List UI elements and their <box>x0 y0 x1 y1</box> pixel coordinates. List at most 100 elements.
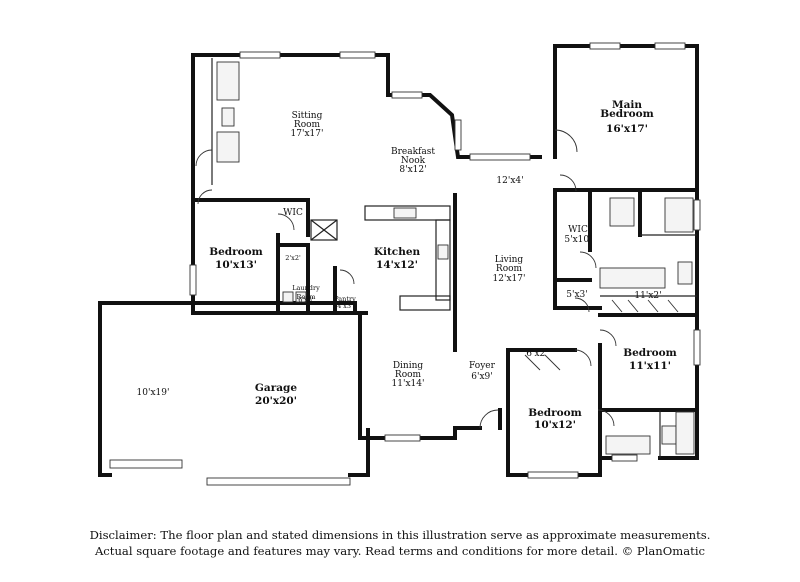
wic-block-west-wall <box>553 188 602 310</box>
room-name-east-bedroom: Bedroom <box>623 347 677 359</box>
room-name-pantry: Pantry <box>334 295 356 303</box>
room-dim-south-bedroom: 10'x12' <box>534 419 576 431</box>
window <box>527 471 579 479</box>
door-swing <box>574 349 592 367</box>
room-dim-pantry: 4'x3' <box>337 302 353 310</box>
door-swing <box>554 129 578 153</box>
room-name-garage: Garage <box>255 382 297 394</box>
kitchen-counter-south <box>399 295 451 311</box>
toilet <box>221 107 235 127</box>
garage-door <box>109 459 183 469</box>
room-name-line: Room <box>294 120 321 130</box>
window <box>189 264 197 296</box>
partitions <box>211 58 697 458</box>
sink-vanity <box>216 131 240 163</box>
shower <box>609 197 635 227</box>
kitchen-counter-east <box>435 219 451 301</box>
room-dim-foyer: 6'x9' <box>471 372 492 382</box>
garage-door-main <box>206 477 351 486</box>
door-swing <box>599 329 617 347</box>
window <box>589 42 621 50</box>
fixtures <box>216 61 695 455</box>
door-swing <box>277 213 295 231</box>
room-name-wic-main: WIC <box>568 225 588 235</box>
garage-west-wall <box>98 301 112 477</box>
room-dim-breakfast-nook: 8'x12' <box>399 165 426 175</box>
window <box>239 51 281 59</box>
room-name-west-bedroom: Bedroom <box>209 246 263 258</box>
window <box>654 42 686 50</box>
room-dim-garage-bay: 10'x19' <box>137 388 170 398</box>
room-name-south-bedroom: Bedroom <box>528 407 582 419</box>
walls <box>98 44 699 477</box>
window <box>391 91 423 99</box>
window <box>693 329 701 366</box>
garage-east-wall <box>348 428 370 477</box>
window <box>454 119 462 151</box>
room-dim-dining: 11'x14' <box>392 379 425 389</box>
room-dim-closet-5x3: 5'x3' <box>566 290 587 300</box>
disclaimer-line-2: Actual square footage and features may v… <box>94 544 706 558</box>
window <box>611 454 638 462</box>
cabinet-cross-b <box>310 219 338 241</box>
entry-door-swing <box>479 409 499 429</box>
toilet <box>677 261 693 285</box>
dryer <box>295 291 307 303</box>
disclaimer-line-1: Disclaimer: The floor plan and stated di… <box>89 528 711 542</box>
washer <box>282 291 294 303</box>
room-dim-garage: 20'x20' <box>255 395 297 407</box>
kitchen-counter-north <box>364 205 451 221</box>
room-dim-hall: 12'x4' <box>496 176 523 186</box>
kitchen-pantry-cabinet <box>310 219 338 241</box>
window <box>339 51 376 59</box>
door-swing <box>579 251 597 269</box>
tub <box>216 61 240 101</box>
room-dim-closet-6x2: 6'x2' <box>526 349 547 359</box>
room-name-line: Room <box>496 264 523 274</box>
bifold-door <box>611 299 679 313</box>
door-swing <box>559 174 577 192</box>
room-dim-closet-2x2: 2'x2' <box>285 254 301 262</box>
double-vanity <box>599 267 666 289</box>
sliding-door <box>469 153 531 161</box>
cooktop <box>437 244 449 260</box>
tub <box>664 197 694 233</box>
window <box>384 434 421 442</box>
window <box>693 199 701 231</box>
kitchen-sink <box>393 207 417 219</box>
disclaimer: Disclaimer: The floor plan and stated di… <box>0 527 800 559</box>
room-name-foyer: Foyer <box>469 361 496 371</box>
vanity <box>605 435 651 455</box>
room-name-line: Room <box>297 293 316 301</box>
toilet <box>661 425 677 445</box>
door-swing <box>197 189 213 205</box>
room-name-line: Room <box>395 370 422 380</box>
door-swing <box>574 297 590 313</box>
garage-north-wall <box>98 301 357 315</box>
windows <box>109 42 701 486</box>
door-swing <box>195 149 213 167</box>
door-swing <box>597 409 615 427</box>
bifold-door <box>524 354 561 371</box>
room-name-wic-small: WIC <box>283 208 303 218</box>
room-dim-west-bedroom: 10'x13' <box>215 259 257 271</box>
room-dim-living: 12'x17' <box>493 274 526 284</box>
room-dim-main-bedroom: 16'x17' <box>606 123 648 135</box>
door-swing <box>339 269 355 285</box>
room-dim-laundry: 6'x5' <box>298 296 314 304</box>
room-dim-sitting: 17'x17' <box>291 129 324 139</box>
east-outer-wall <box>553 44 699 460</box>
room-dim-east-bedroom: 11'x11' <box>629 360 671 372</box>
west-bedroom-north-wall <box>191 198 310 237</box>
room-name-line: Bedroom <box>600 108 654 120</box>
closet-laundry-wall <box>276 243 310 315</box>
room-name-kitchen: Kitchen <box>374 246 421 258</box>
